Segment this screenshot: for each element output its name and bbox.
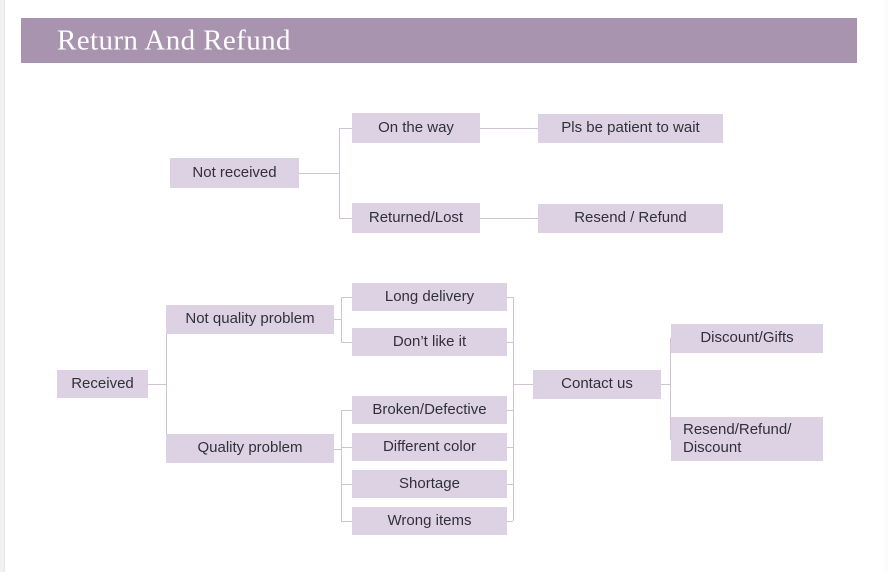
connector-dont-like-it-to-spine	[507, 342, 513, 343]
connector-returned-lost-stub	[339, 218, 352, 219]
slide-right-edge	[885, 0, 888, 572]
node-pls-be-patient-to-wait[interactable]: Pls be patient to wait	[538, 114, 723, 143]
connector-long-delivery-to-spine	[507, 297, 513, 298]
connector-spine-to-contact-us	[513, 384, 533, 385]
connector-quality-reason-spine	[341, 410, 342, 521]
connector-received-spine	[166, 319, 167, 449]
connector-shortage-to-spine	[507, 484, 513, 485]
connector-contact-us-spine	[513, 297, 514, 521]
connector-on-the-way-stub	[339, 128, 352, 129]
node-received[interactable]: Received	[57, 370, 148, 398]
connector-broken-defective-to-spine	[507, 410, 513, 411]
connector-shortage-stub	[341, 484, 352, 485]
node-long-delivery[interactable]: Long delivery	[352, 283, 507, 311]
node-shortage[interactable]: Shortage	[352, 470, 507, 498]
connector-different-color-to-spine	[507, 447, 513, 448]
connector-dont-like-it-stub	[341, 342, 352, 343]
connector-contact-us-out	[661, 384, 670, 385]
title-banner: Return And Refund	[21, 18, 857, 63]
connector-wrong-items-to-spine	[507, 521, 513, 522]
node-quality-problem[interactable]: Quality problem	[166, 434, 334, 463]
connector-not-quality-reason-spine	[341, 297, 342, 342]
node-resend-refund-discount[interactable]: Resend/Refund/ Discount	[671, 417, 823, 461]
connector-received-stub	[148, 384, 166, 385]
node-returned-lost[interactable]: Returned/Lost	[352, 203, 480, 233]
connector-returned-lost-to-outcome	[480, 218, 538, 219]
connector-outcome-spine	[670, 338, 671, 439]
node-resend-refund-discount-line1: Resend/Refund/	[683, 420, 792, 438]
node-resend-refund[interactable]: Resend / Refund	[538, 204, 723, 233]
connector-different-color-stub	[341, 447, 352, 448]
slide-left-edge	[0, 0, 5, 572]
node-wrong-items[interactable]: Wrong items	[352, 507, 507, 535]
node-dont-like-it[interactable]: Don’t like it	[352, 328, 507, 356]
connector-broken-defective-stub	[341, 410, 352, 411]
connector-wrong-items-stub	[341, 521, 352, 522]
connector-not-received-stub	[299, 173, 339, 174]
page-title: Return And Refund	[57, 24, 291, 56]
connector-not-quality-out	[334, 319, 341, 320]
node-broken-defective[interactable]: Broken/Defective	[352, 396, 507, 424]
node-contact-us[interactable]: Contact us	[533, 370, 661, 399]
connector-long-delivery-stub	[341, 297, 352, 298]
connector-quality-out	[334, 449, 341, 450]
node-on-the-way[interactable]: On the way	[352, 113, 480, 143]
node-discount-gifts[interactable]: Discount/Gifts	[671, 324, 823, 353]
node-resend-refund-discount-line2: Discount	[683, 439, 742, 456]
connector-not-received-spine	[339, 128, 340, 218]
connector-on-the-way-to-outcome	[480, 128, 538, 129]
node-different-color[interactable]: Different color	[352, 433, 507, 461]
node-not-quality-problem[interactable]: Not quality problem	[166, 305, 334, 334]
node-not-received[interactable]: Not received	[170, 158, 299, 188]
